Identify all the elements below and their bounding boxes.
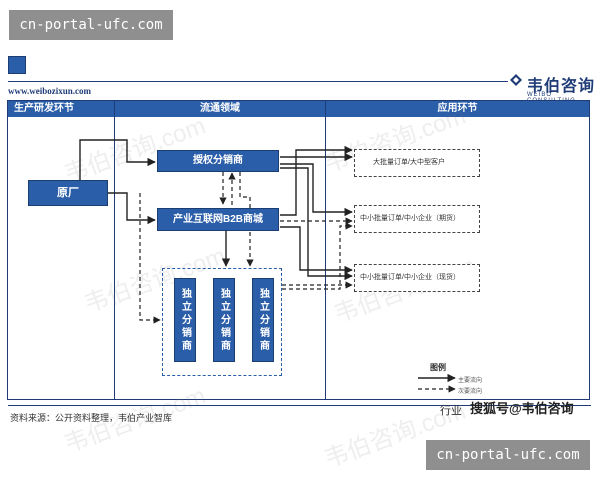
column-header-circulation: 流通领域 (115, 101, 325, 117)
independent-dealer-group (162, 268, 282, 376)
legend-title: 图例 (430, 363, 446, 372)
node-b2b-mall: 产业互联网B2B商城 (157, 208, 279, 231)
column-header-production: 生产研发环节 (8, 101, 114, 117)
source-note: 资料来源：公开资料整理，韦伯产业智库 (10, 413, 173, 423)
top-banner: cn-portal-ufc.com (9, 10, 173, 40)
column-header-application: 应用环节 (326, 101, 589, 117)
column-divider (325, 101, 326, 399)
legend-secondary-flow: 次要流向 (458, 389, 483, 395)
site-url: www.weibozixun.com (8, 86, 91, 96)
header-rule (8, 81, 508, 82)
node-factory: 原厂 (28, 180, 108, 206)
node-independent-dealer: 独立分销商 (174, 278, 196, 362)
client-mid-futures: 中小批量订单/中小企业（期货） (354, 205, 480, 233)
sohu-signature: 搜狐号@韦伯咨询 (470, 401, 574, 416)
node-independent-dealer: 独立分销商 (213, 278, 235, 362)
node-authorized-dealer: 授权分销商 (157, 150, 279, 172)
legend-main-flow: 主要流向 (458, 378, 483, 384)
brand-name: 韦伯咨询 (527, 78, 596, 95)
client-mid-spot: 中小批量订单/中小企业（现货） (354, 264, 480, 292)
brand-logo-icon (510, 74, 522, 86)
footer-partial-text: 行业 (440, 405, 462, 417)
diagram-frame (7, 100, 590, 400)
column-divider (114, 101, 115, 399)
client-large: 大批量订单/大中型客户 (354, 149, 480, 177)
bottom-banner: cn-portal-ufc.com (426, 440, 590, 470)
node-independent-dealer: 独立分销商 (252, 278, 274, 362)
footer-rule (8, 405, 591, 406)
report-logo-icon (8, 56, 26, 74)
